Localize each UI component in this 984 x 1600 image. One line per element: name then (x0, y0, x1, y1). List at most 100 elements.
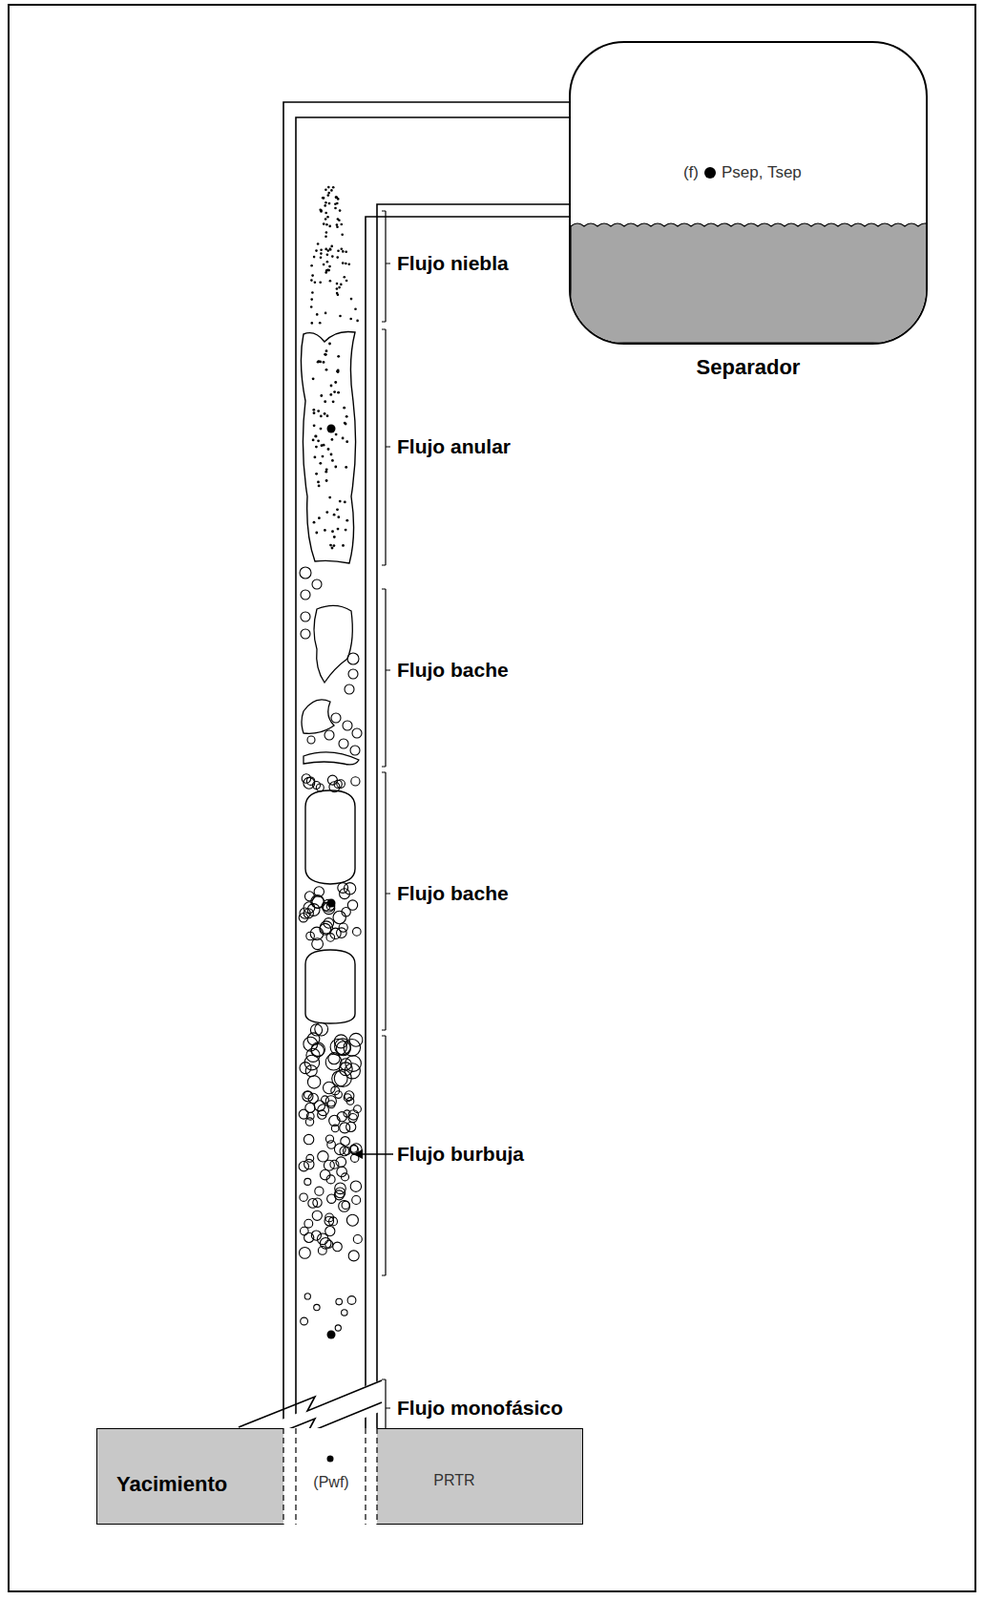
core-droplet (314, 456, 317, 460)
measure-point (326, 1454, 334, 1462)
core-droplet (326, 414, 330, 418)
mist-droplet (325, 223, 329, 227)
core-droplet (316, 481, 320, 484)
condition-label: Psep, Tsep (721, 163, 802, 183)
gas-bubble (316, 1233, 329, 1245)
gas-bubble (351, 1153, 359, 1162)
gas-bubble (312, 938, 324, 950)
core-droplet (341, 437, 345, 440)
core-droplet (331, 546, 335, 550)
core-droplet (328, 496, 332, 500)
taylor-bubble (305, 949, 356, 1024)
core-droplet (341, 544, 345, 547)
mist-droplet (334, 195, 338, 199)
core-droplet (330, 384, 334, 388)
core-droplet (319, 415, 323, 419)
gas-bubble (312, 1210, 322, 1220)
core-droplet (323, 399, 327, 403)
core-droplet (336, 391, 340, 395)
gas-bubble (353, 1235, 362, 1244)
gas-bubble (350, 745, 360, 755)
core-droplet (316, 360, 320, 364)
mist-droplet (319, 256, 323, 260)
mist-droplet (310, 297, 314, 301)
mist-droplet (328, 265, 332, 269)
gas-bubble (345, 1055, 362, 1072)
core-droplet (334, 433, 338, 437)
gas-bubble (354, 1105, 362, 1113)
gas-bubble (298, 913, 308, 922)
core-droplet (314, 435, 318, 439)
core-droplet (344, 528, 348, 532)
mist-droplet (319, 251, 323, 255)
core-droplet (313, 521, 316, 524)
mist-droplet (325, 230, 329, 234)
core-droplet (345, 415, 349, 419)
mist-droplet (313, 255, 316, 259)
mist-droplet (324, 271, 328, 274)
core-droplet (314, 435, 317, 439)
mist-droplet (350, 297, 354, 301)
gas-bubble (311, 1230, 321, 1240)
core-droplet (333, 390, 336, 394)
measure-point (327, 1330, 336, 1340)
gas-bubble (325, 1213, 335, 1222)
slug-bubble (303, 752, 359, 765)
core-droplet (336, 515, 340, 519)
gas-bubble (344, 1090, 355, 1101)
gas-bubble (299, 1247, 312, 1259)
gas-bubble (339, 1058, 352, 1070)
gas-bubble (349, 1145, 358, 1154)
core-droplet (323, 353, 327, 356)
core-droplet (317, 516, 321, 520)
mist-droplet (343, 275, 347, 279)
gas-bubble (323, 1159, 335, 1171)
measure-point (327, 424, 336, 434)
core-droplet (333, 513, 336, 517)
gas-bubble (300, 611, 311, 622)
mist-droplet (349, 317, 353, 321)
gas-bubble (304, 1158, 315, 1169)
mist-droplet (324, 312, 328, 315)
mist-droplet (340, 232, 344, 236)
gas-bubble (299, 1193, 308, 1201)
gas-bubble (300, 1226, 310, 1236)
vessel-name: Separador (696, 355, 801, 380)
gas-bubble (334, 1068, 352, 1087)
core-droplet (333, 544, 336, 547)
core-droplet (323, 528, 327, 532)
mist-droplet (318, 321, 322, 325)
mist-droplet (328, 202, 332, 206)
core-droplet (329, 393, 333, 397)
core-droplet (332, 399, 335, 403)
mist-droplet (344, 262, 348, 266)
core-droplet (328, 342, 332, 346)
core-droplet (318, 360, 322, 364)
mist-droplet (345, 279, 349, 283)
core-droplet (333, 535, 336, 539)
core-droplet (322, 443, 326, 447)
mist-droplet (329, 279, 333, 283)
core-droplet (325, 368, 329, 372)
mist-droplet (340, 223, 344, 227)
mist-droplet (332, 186, 335, 189)
gas-bubble (333, 1241, 343, 1252)
mist-droplet (336, 217, 340, 221)
gas-bubble (304, 1218, 314, 1228)
mist-droplet (327, 186, 331, 189)
gas-bubble (300, 628, 311, 639)
mist-droplet (311, 273, 315, 277)
mist-droplet (329, 247, 333, 251)
gas-bubble (336, 927, 348, 939)
mist-droplet (324, 248, 328, 252)
gas-bubble (313, 1197, 322, 1207)
core-droplet (325, 349, 329, 353)
mist-droplet (327, 269, 331, 273)
core-droplet (343, 421, 347, 425)
mist-droplet (315, 313, 319, 316)
core-droplet (324, 470, 328, 474)
mist-droplet (324, 201, 328, 205)
mist-droplet (326, 252, 330, 256)
measure-point (327, 899, 336, 908)
gas-bubble (336, 779, 346, 789)
